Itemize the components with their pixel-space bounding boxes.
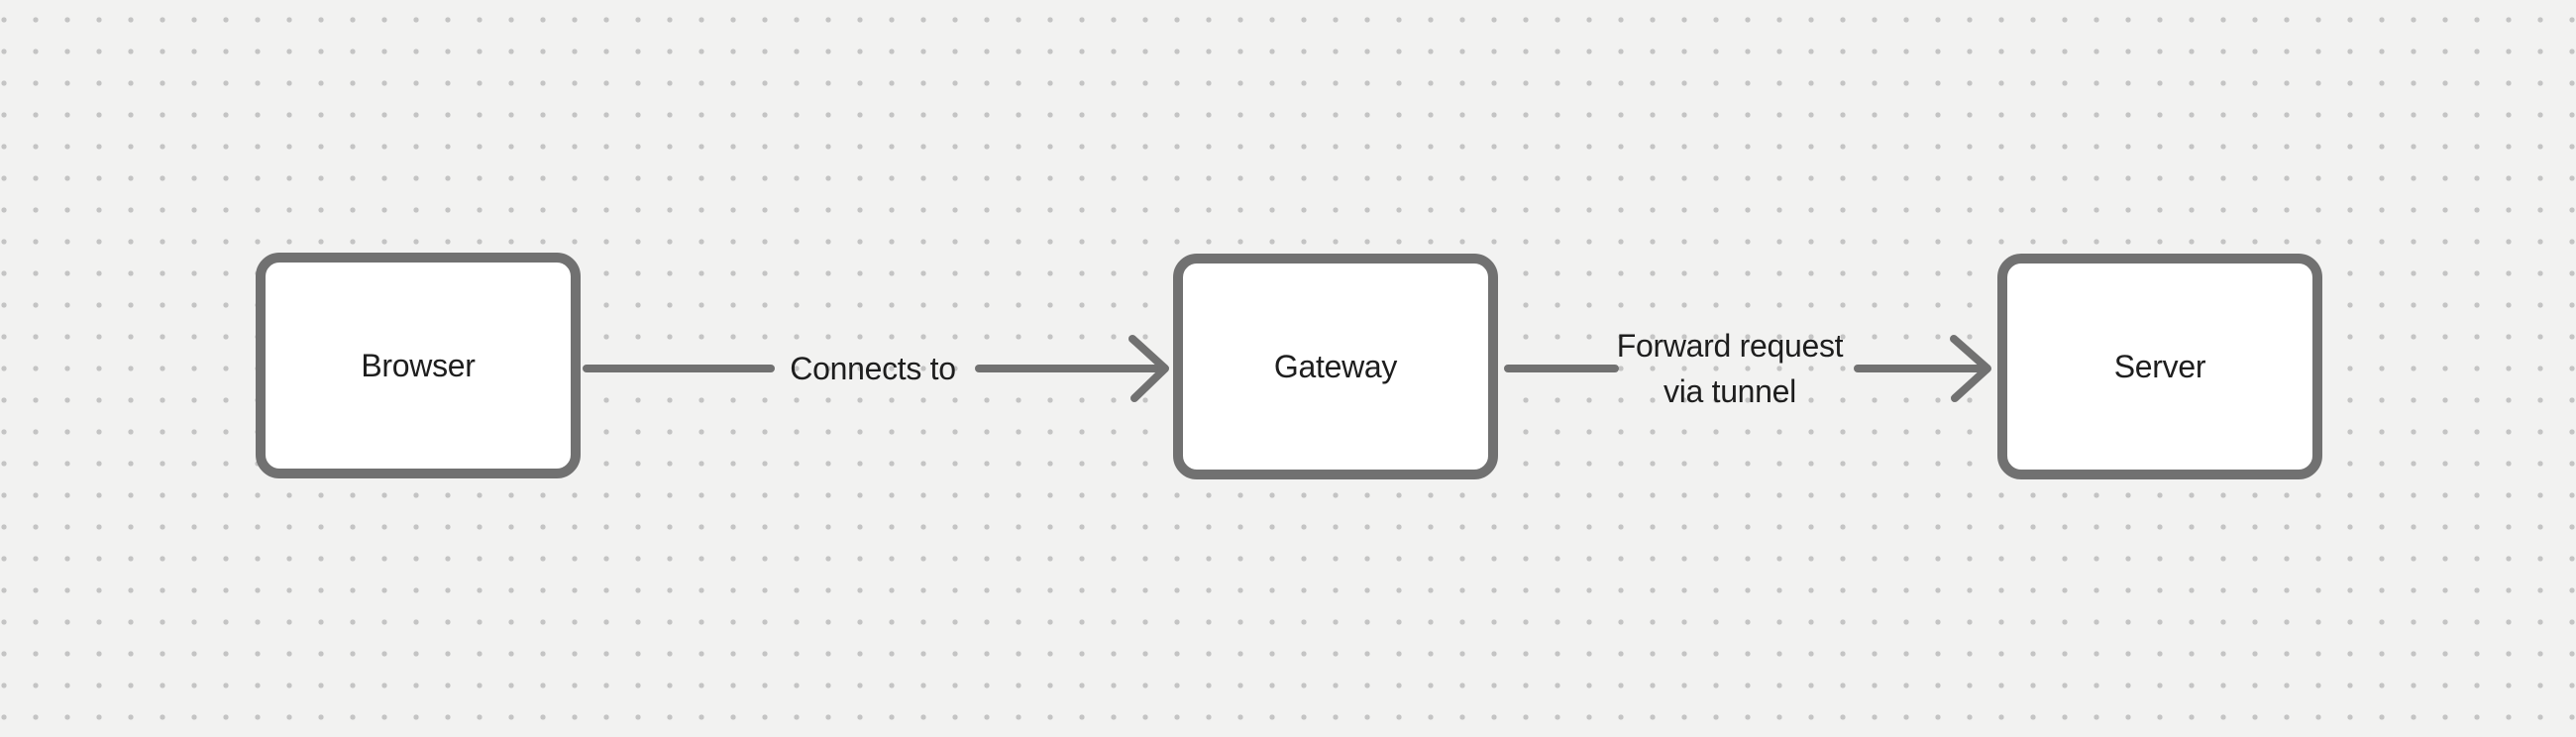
arrowhead-icon bbox=[1128, 335, 1169, 402]
edge-label-connects-to[interactable]: Connects to bbox=[790, 346, 956, 391]
node-server[interactable]: Server bbox=[1997, 254, 2322, 479]
edge-browser-gateway[interactable] bbox=[583, 335, 1169, 402]
edge-label-text: Connects to bbox=[790, 351, 956, 386]
node-browser-label: Browser bbox=[361, 347, 476, 383]
edge-gateway-server[interactable] bbox=[1504, 335, 1991, 402]
node-server-label: Server bbox=[2113, 348, 2206, 384]
node-gateway-label: Gateway bbox=[1273, 348, 1398, 384]
edge-label-text-line1: Forward request bbox=[1616, 328, 1844, 364]
edge-label-forward-request[interactable]: Forward request via tunnel bbox=[1617, 323, 1844, 414]
arrowhead-icon bbox=[1950, 335, 1991, 402]
edge-label-text-line2: via tunnel bbox=[1664, 373, 1796, 409]
node-browser[interactable]: Browser bbox=[256, 253, 581, 478]
node-gateway[interactable]: Gateway bbox=[1173, 254, 1498, 479]
